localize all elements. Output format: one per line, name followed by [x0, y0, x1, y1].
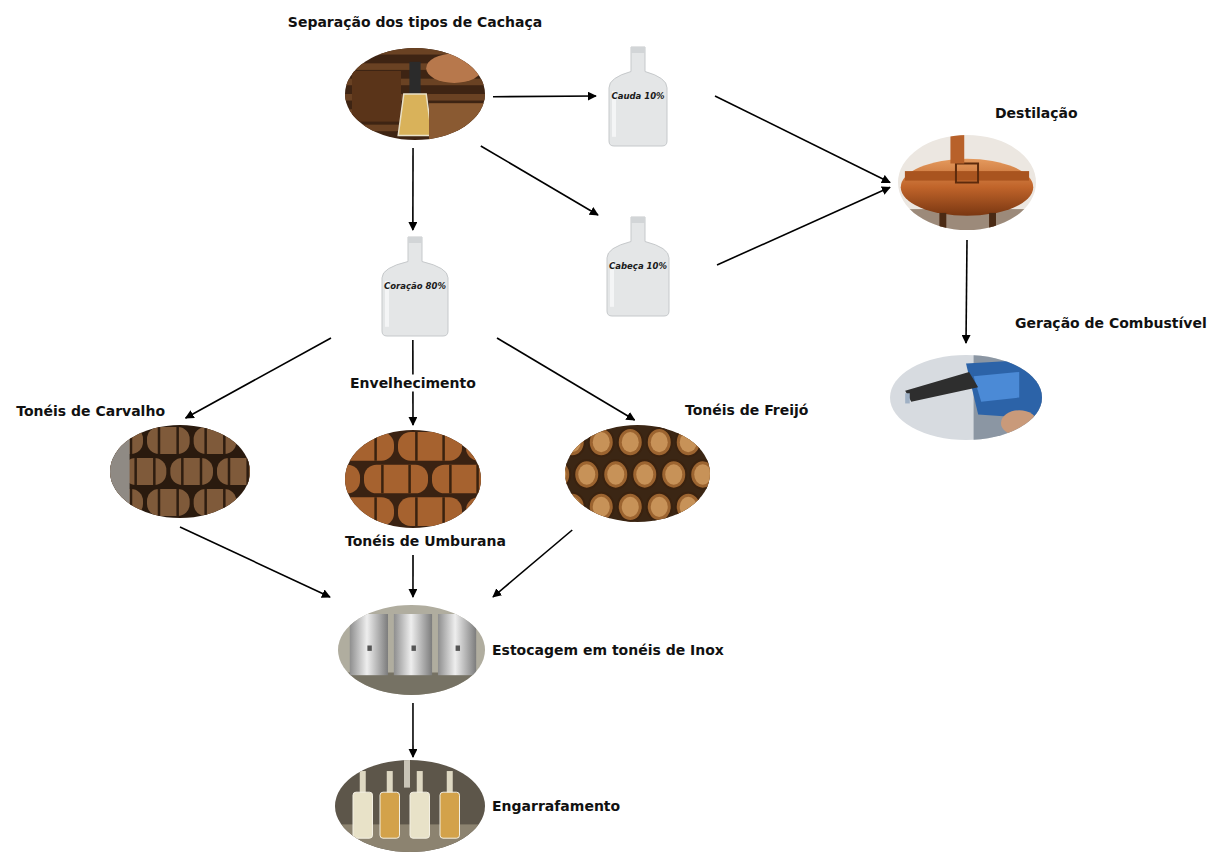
node-shape: [110, 425, 250, 518]
node-heading: Tonéis de Carvalho: [16, 403, 165, 420]
node-heading: Geração de Combustível: [1015, 315, 1207, 332]
photo-ellipse: [110, 425, 250, 518]
node-shape: [898, 135, 1036, 230]
edge-label: Envelhecimento: [347, 374, 479, 391]
photo-ellipse: [565, 425, 710, 522]
photo-node: Tonéis de Freijó: [565, 425, 710, 522]
node-shape: [345, 430, 481, 528]
flow-arrow: [412, 703, 414, 757]
photo-ellipse: [890, 355, 1042, 440]
flow-arrow: [481, 146, 598, 215]
flow-arrow: [715, 96, 890, 183]
flow-arrow: [412, 148, 414, 230]
photo-ellipse: [345, 430, 481, 528]
photo-ellipse: [898, 135, 1036, 230]
photo-ellipse: [335, 760, 485, 852]
photo-node: Separação dos tipos de Cachaça: [345, 48, 485, 140]
bottle-node: Coração 80%: [379, 235, 451, 337]
node-heading: Destilação: [995, 105, 1078, 122]
photo-node: Geração de Combustível: [890, 355, 1042, 440]
node-shape: [565, 425, 710, 522]
flow-arrow: [180, 527, 330, 597]
photo-node: Tonéis de Carvalho: [110, 425, 250, 518]
photo-node: Tonéis de Umburana: [345, 430, 481, 550]
node-heading: Estocagem em tonéis de Inox: [492, 642, 724, 659]
node-shape: Cabeça 10%: [604, 215, 672, 317]
node-shape: Cauda 10%: [606, 45, 670, 147]
photo-node: Engarrafamento: [335, 760, 485, 852]
flow-arrow: [412, 555, 414, 597]
node-heading: Tonéis de Freijó: [685, 402, 808, 419]
node-heading: Tonéis de Umburana: [345, 533, 481, 550]
photo-ellipse: [345, 48, 485, 140]
bottle-label: Cauda 10%: [611, 91, 664, 102]
flow-arrow: [186, 338, 331, 418]
bottle-label: Coração 80%: [384, 281, 446, 292]
bottle-node: Cauda 10%: [606, 45, 670, 147]
flow-arrow: [966, 240, 967, 343]
flow-arrow: [493, 95, 596, 97]
node-heading: Separação dos tipos de Cachaça: [288, 14, 542, 31]
bottle-label: Cabeça 10%: [609, 261, 667, 272]
node-shape: [338, 605, 485, 695]
flow-arrow: [717, 187, 890, 265]
photo-node: Destilação: [898, 135, 1036, 230]
flow-arrow: [493, 530, 572, 597]
flow-arrow: [497, 338, 635, 420]
photo-node: Estocagem em tonéis de Inox: [338, 605, 485, 695]
node-shape: Coração 80%: [379, 235, 451, 337]
node-shape: [890, 355, 1042, 440]
bottle-node: Cabeça 10%: [604, 215, 672, 317]
photo-ellipse: [338, 605, 485, 695]
node-shape: [335, 760, 485, 852]
node-heading: Engarrafamento: [492, 798, 620, 815]
node-shape: [345, 48, 485, 140]
